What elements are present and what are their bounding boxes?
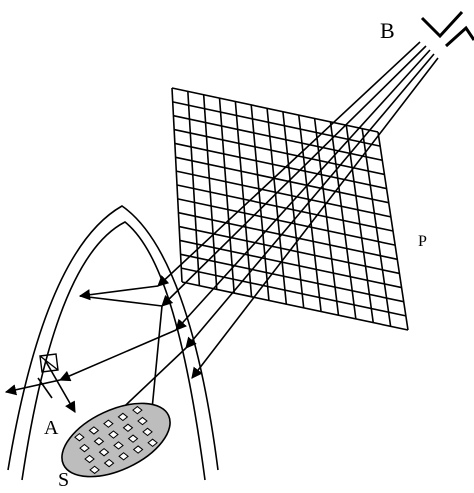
grid-plane	[171, 87, 409, 331]
label-b: B	[380, 18, 395, 43]
grid-line-horizontal	[173, 114, 383, 162]
sample-cell	[118, 452, 129, 461]
sample-cell	[98, 447, 110, 457]
sample-cell	[93, 437, 105, 446]
sample-cell	[132, 445, 144, 454]
grid-line-horizontal	[181, 267, 407, 317]
grid-line-horizontal	[173, 128, 385, 176]
sample-cell	[142, 427, 153, 437]
grid-line-horizontal	[179, 239, 402, 289]
grid-line-horizontal	[171, 87, 379, 133]
grid-line-horizontal	[175, 156, 389, 204]
beam-lines	[157, 41, 439, 379]
grid-line-horizontal	[177, 198, 396, 246]
sample-cell	[108, 430, 119, 439]
label-s: S	[58, 469, 69, 491]
sample-cell	[132, 405, 143, 415]
grid-line-horizontal	[178, 225, 400, 275]
sample-cell	[113, 441, 124, 450]
grid-line-horizontal	[180, 253, 404, 303]
sample-cell	[117, 412, 129, 422]
grid-line-horizontal	[176, 184, 394, 232]
sample-ellipse	[61, 402, 171, 478]
label-p: P	[418, 233, 427, 250]
sample-cell	[127, 434, 139, 443]
sample-cells	[74, 405, 158, 475]
grid-line-horizontal	[181, 281, 409, 331]
sample-cell	[147, 438, 158, 448]
beam-source-shape	[420, 10, 474, 48]
grid-line-horizontal	[174, 142, 387, 190]
detector-box	[39, 353, 59, 373]
grid-line-horizontal	[178, 211, 398, 261]
sample-cell	[88, 426, 100, 435]
sample-cell	[103, 419, 114, 428]
sample-cell	[103, 458, 115, 468]
sample-cell	[79, 443, 90, 453]
sample-cell	[84, 454, 95, 464]
label-a: A	[44, 417, 59, 439]
sample-cell	[74, 432, 85, 442]
grid-line-horizontal	[172, 101, 381, 147]
sample-cell	[137, 416, 148, 426]
sample-cell	[122, 423, 134, 433]
sample-cell	[89, 465, 100, 475]
reflector-surface	[7, 205, 219, 481]
grid-line-horizontal	[176, 170, 392, 218]
